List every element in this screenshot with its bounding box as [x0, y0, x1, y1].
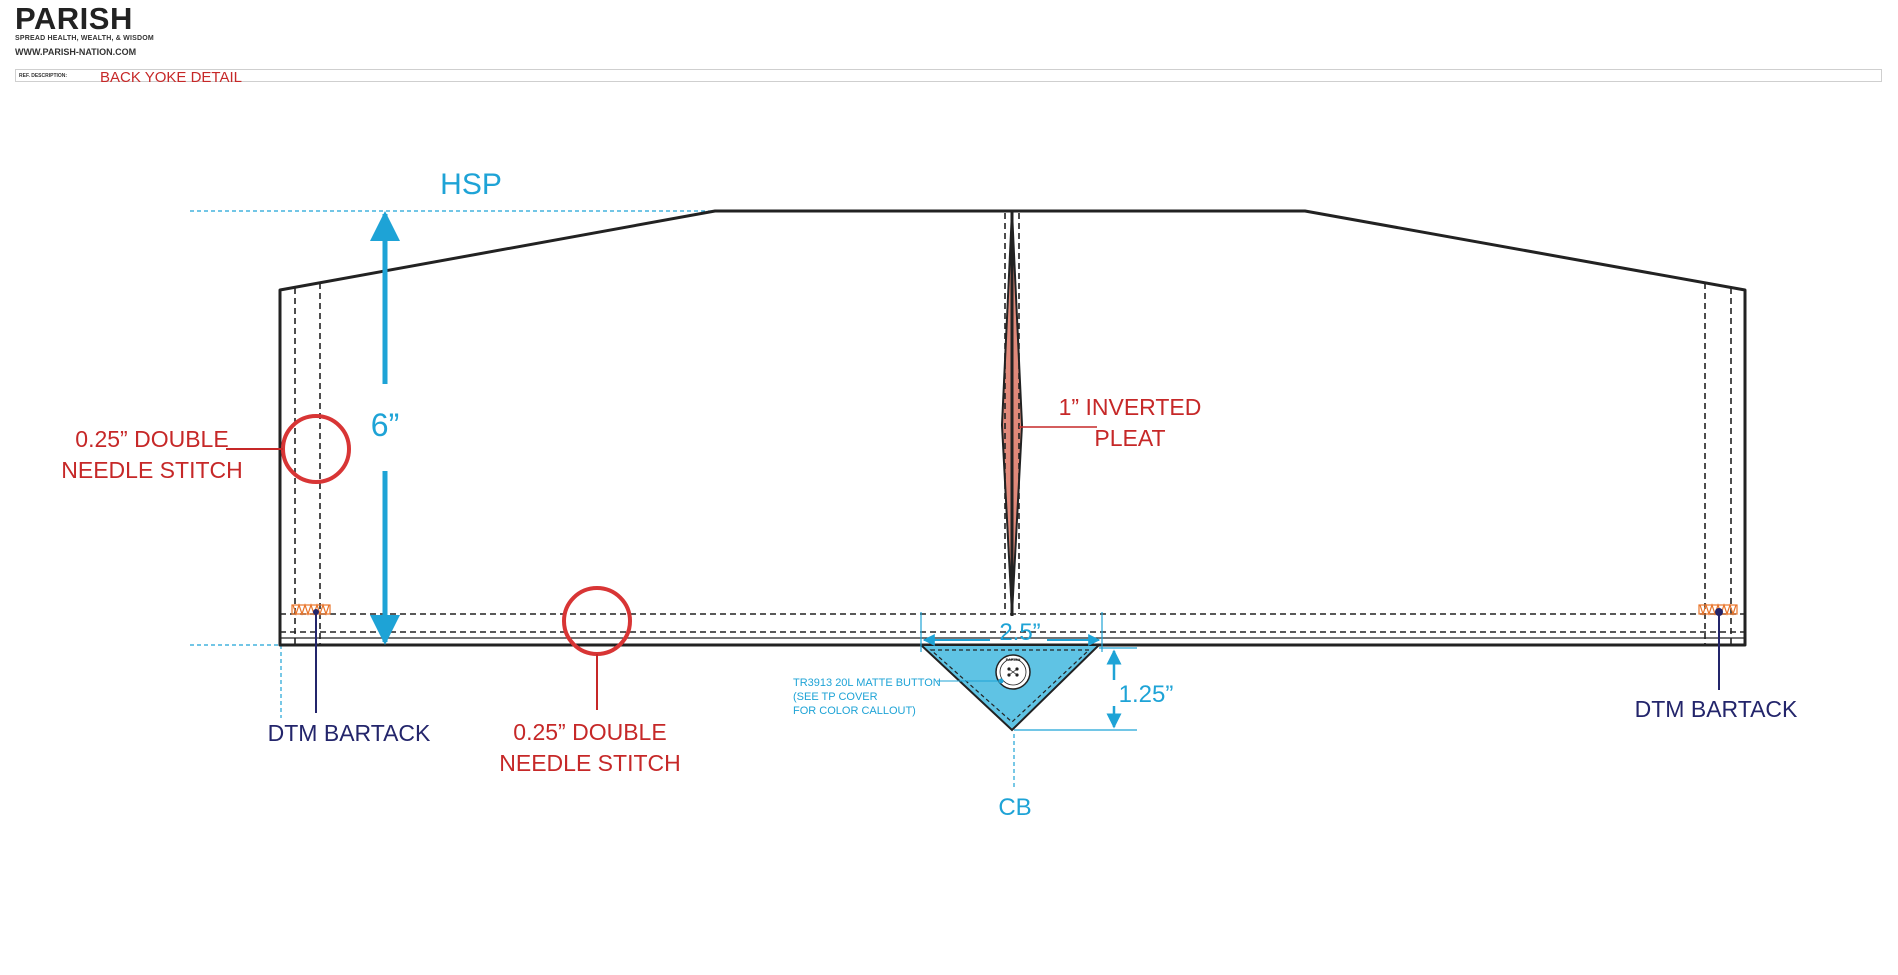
point-dim-label: 1.25”	[1119, 681, 1174, 708]
stitch-callout-bottom-line2: NEEDLE STITCH	[499, 750, 680, 776]
button-callout-dot	[998, 678, 1004, 684]
button-callout-line2: (SEE TP COVER	[793, 691, 878, 703]
stitch-callout-circle-left	[281, 414, 351, 484]
description-value: BACK YOKE DETAIL	[100, 69, 242, 86]
yoke-outline	[278, 209, 1747, 647]
button-mark-text: PARISH	[1006, 657, 1021, 662]
bartack-callout-dot-right	[1715, 608, 1723, 616]
description-label: REF. DESCRIPTION:	[19, 73, 68, 79]
brand-logo: PARISH	[15, 1, 133, 36]
description-bar: REF. DESCRIPTION: BACK YOKE DETAIL	[15, 69, 1882, 86]
height-dimension-label: 6”	[371, 407, 399, 443]
brand-tagline: SPREAD HEALTH, WEALTH, & WISDOM	[15, 35, 154, 42]
button-tab-stitch	[929, 649, 1091, 723]
brand-url: WWW.PARISH-NATION.COM	[15, 47, 137, 57]
button-callout-line3: FOR COLOR CALLOUT)	[793, 705, 916, 717]
button-callout-line1: TR3913 20L MATTE BUTTON	[793, 677, 941, 689]
width-dim-label: 2.5”	[999, 619, 1040, 646]
pleat-callout-line1: 1” INVERTED	[1059, 394, 1202, 420]
hsp-label: HSP	[440, 168, 502, 201]
bartack-left-stitch	[291, 603, 331, 616]
stitch-callout-left-line1: 0.25” DOUBLE	[75, 426, 228, 452]
bartack-callout-dot-left	[313, 609, 319, 615]
brand-block: PARISH SPREAD HEALTH, WEALTH, & WISDOM W…	[15, 1, 154, 57]
bartack-callout-left-label: DTM BARTACK	[268, 720, 431, 746]
center-back-label: CB	[998, 794, 1031, 821]
stitch-callout-bottom-line1: 0.25” DOUBLE	[513, 719, 666, 745]
pleat-callout-line2: PLEAT	[1094, 425, 1165, 451]
button-icon: PARISH	[995, 654, 1031, 690]
bartack-callout-right-label: DTM BARTACK	[1635, 696, 1798, 722]
stitch-callout-left-line2: NEEDLE STITCH	[61, 457, 242, 483]
